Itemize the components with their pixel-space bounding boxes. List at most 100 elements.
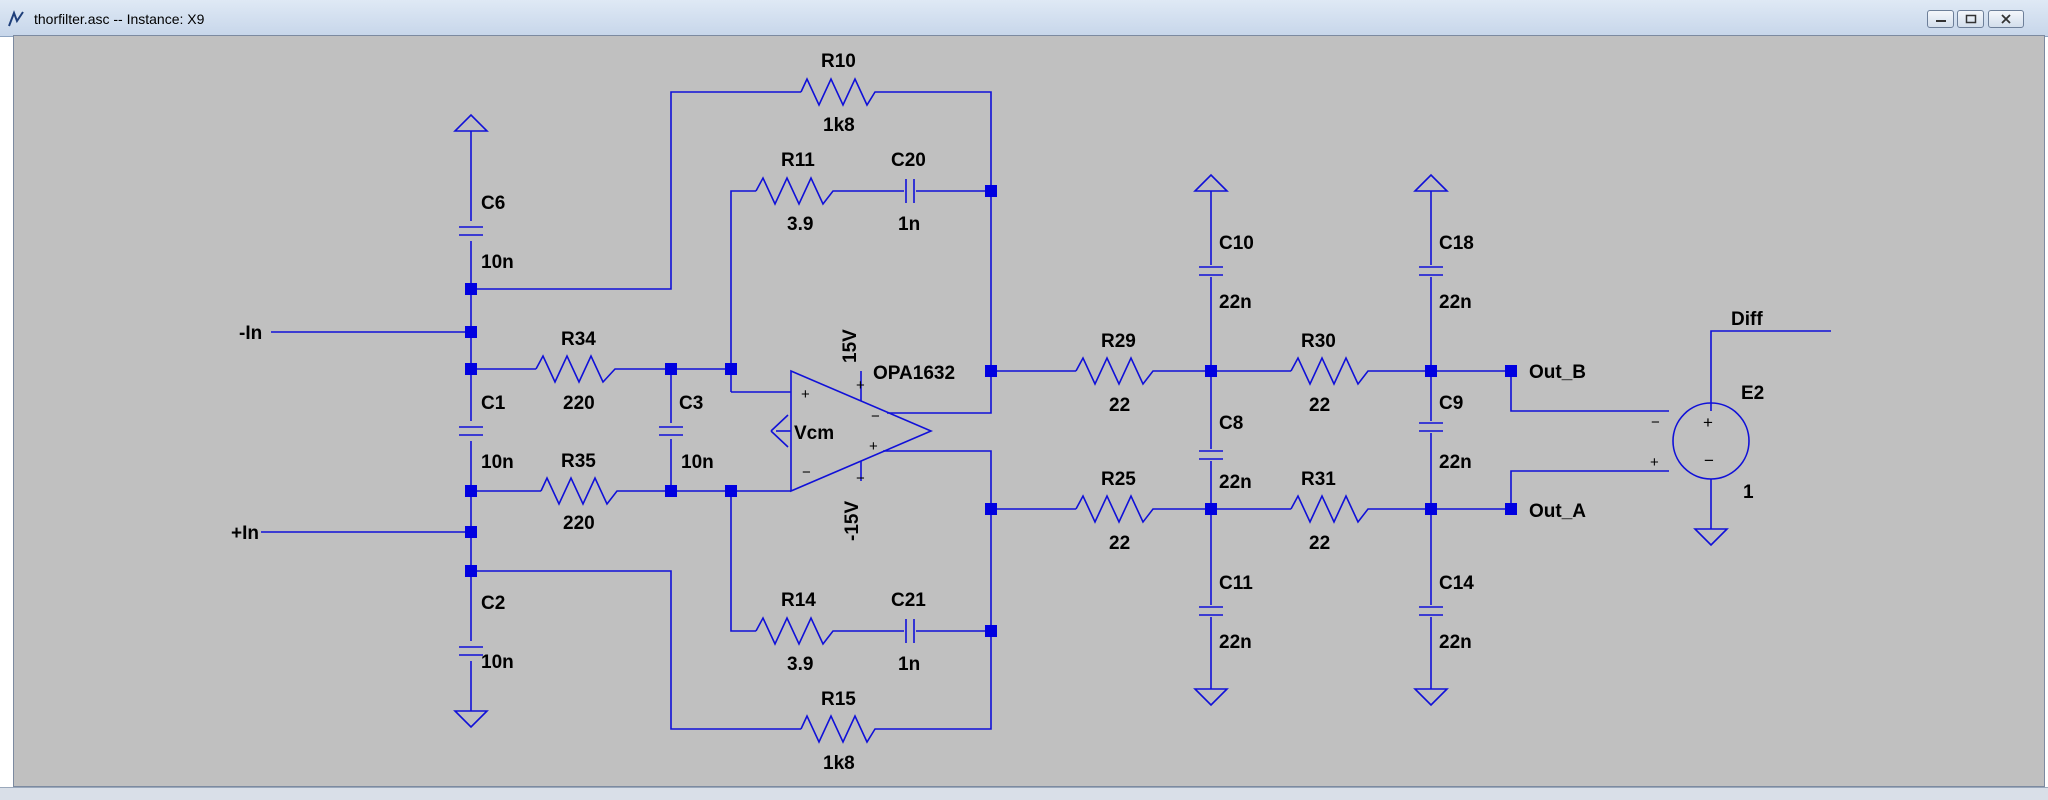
- maximize-icon: [1965, 14, 1976, 24]
- c6-label: C6: [481, 193, 505, 214]
- capacitor-c9[interactable]: C9 22n: [1419, 393, 1472, 473]
- resistor-r15[interactable]: R15 1k8: [800, 689, 881, 774]
- r14-label: R14: [781, 590, 816, 611]
- c20-value: 1n: [898, 214, 920, 235]
- c1-label: C1: [481, 393, 506, 414]
- c9-value: 22n: [1439, 452, 1472, 473]
- resistor-r29[interactable]: R29 22: [1075, 331, 1159, 416]
- vcm-label: Vcm: [794, 423, 834, 444]
- capacitor-c20[interactable]: C20 1n: [891, 150, 926, 235]
- maximize-button[interactable]: [1957, 10, 1984, 28]
- r15-value: 1k8: [823, 753, 855, 774]
- e2-ctrl-minus: −: [1651, 414, 1660, 431]
- resistor-r31[interactable]: R31 22: [1290, 469, 1374, 554]
- c21-value: 1n: [898, 654, 920, 675]
- c8-value: 22n: [1219, 472, 1252, 493]
- schematic-canvas[interactable]: C6 10n C1 10n C2 10n C3 10n R10 1k8 R11 …: [13, 35, 2045, 787]
- e2-label: E2: [1741, 383, 1764, 404]
- label-out-a: Out_A: [1529, 501, 1586, 522]
- r11-label: R11: [781, 150, 815, 171]
- label-out-b: Out_B: [1529, 362, 1586, 383]
- close-icon: [2001, 14, 2011, 24]
- r25-value: 22: [1109, 533, 1130, 554]
- r31-value: 22: [1309, 533, 1330, 554]
- voltage-source-e2[interactable]: + − − + E2 1: [1650, 383, 1764, 503]
- resistor-r34[interactable]: R34 220: [535, 329, 626, 414]
- c10-label: C10: [1219, 233, 1254, 254]
- opamp-vpos: 15V: [840, 329, 861, 363]
- title-bar: thorfilter.asc -- Instance: X9: [0, 0, 2048, 37]
- minimize-button[interactable]: [1927, 10, 1954, 28]
- r14-value: 3.9: [787, 654, 813, 675]
- r11-value: 3.9: [787, 214, 813, 235]
- junction-dots: [465, 185, 1517, 637]
- c18-label: C18: [1439, 233, 1474, 254]
- c20-label: C20: [891, 150, 926, 171]
- e2-ctrl-plus: +: [1650, 454, 1659, 471]
- resistor-r30[interactable]: R30 22: [1290, 331, 1374, 416]
- c14-label: C14: [1439, 573, 1474, 594]
- capacitor-c1[interactable]: C1 10n: [459, 393, 514, 473]
- e2-minus-sign: −: [1704, 451, 1714, 470]
- r29-label: R29: [1101, 331, 1136, 352]
- ground-arrow-e2: [1693, 528, 1729, 547]
- capacitor-c10[interactable]: C10 22n: [1199, 233, 1254, 313]
- window-title: thorfilter.asc -- Instance: X9: [34, 11, 205, 27]
- c6-value: 10n: [481, 252, 514, 273]
- c2-label: C2: [481, 593, 505, 614]
- capacitor-c21[interactable]: C21 1n: [891, 590, 926, 675]
- resistor-r11[interactable]: R11 3.9: [755, 150, 841, 235]
- close-button[interactable]: [1988, 10, 2024, 28]
- capacitor-c8[interactable]: C8 22n: [1199, 413, 1252, 493]
- r10-value: 1k8: [823, 115, 855, 136]
- opamp-vneg-sign: −: [856, 470, 865, 487]
- label-in-plus: +In: [231, 523, 259, 544]
- resistor-r10[interactable]: R10 1k8: [800, 51, 881, 136]
- c10-value: 22n: [1219, 292, 1252, 313]
- c18-value: 22n: [1439, 292, 1472, 313]
- supply-arrow-c10: [1193, 173, 1229, 192]
- opamp-opa1632[interactable]: Vcm OPA1632 15V -15V + − + − − +: [770, 329, 992, 541]
- r15-label: R15: [821, 689, 856, 710]
- c3-value: 10n: [681, 452, 714, 473]
- resistor-r25[interactable]: R25 22: [1075, 469, 1159, 554]
- ltspice-icon: [8, 10, 24, 27]
- r35-value: 220: [563, 513, 595, 534]
- e2-value: 1: [1743, 482, 1754, 503]
- c21-label: C21: [891, 590, 926, 611]
- opamp-vneg: -15V: [842, 501, 863, 541]
- label-diff: Diff: [1731, 309, 1763, 330]
- opamp-name: OPA1632: [873, 363, 955, 384]
- ground-arrow-c11: [1193, 688, 1229, 707]
- c3-label: C3: [679, 393, 703, 414]
- capacitor-c6[interactable]: C6 10n: [459, 193, 514, 273]
- supply-arrow-c6: [453, 113, 489, 132]
- resistor-r14[interactable]: R14 3.9: [755, 590, 841, 675]
- r30-label: R30: [1301, 331, 1336, 352]
- capacitor-c3[interactable]: C3 10n: [659, 393, 714, 473]
- supply-arrow-c18: [1413, 173, 1449, 192]
- minimize-icon: [1935, 20, 1946, 22]
- opamp-out-plus: +: [869, 438, 878, 455]
- capacitor-c11[interactable]: C11 22n: [1199, 573, 1253, 653]
- label-in-minus: -In: [239, 323, 262, 344]
- c14-value: 22n: [1439, 632, 1472, 653]
- r35-label: R35: [561, 451, 596, 472]
- c11-value: 22n: [1219, 632, 1252, 653]
- r25-label: R25: [1101, 469, 1136, 490]
- r29-value: 22: [1109, 395, 1130, 416]
- capacitor-c14[interactable]: C14 22n: [1419, 573, 1474, 653]
- c8-label: C8: [1219, 413, 1243, 434]
- e2-plus-sign: +: [1703, 413, 1713, 432]
- status-strip: [0, 787, 2048, 800]
- schematic[interactable]: C6 10n C1 10n C2 10n C3 10n R10 1k8 R11 …: [14, 36, 2046, 788]
- r30-value: 22: [1309, 395, 1330, 416]
- opamp-out-minus: −: [871, 408, 880, 425]
- capacitor-c18[interactable]: C18 22n: [1419, 233, 1474, 313]
- capacitor-c2[interactable]: C2 10n: [459, 593, 514, 673]
- ground-arrow-c2: [453, 710, 489, 729]
- c11-label: C11: [1219, 573, 1253, 594]
- opamp-minus-in: −: [802, 464, 811, 481]
- ground-arrow-c14: [1413, 688, 1449, 707]
- resistor-r35[interactable]: R35 220: [540, 451, 621, 534]
